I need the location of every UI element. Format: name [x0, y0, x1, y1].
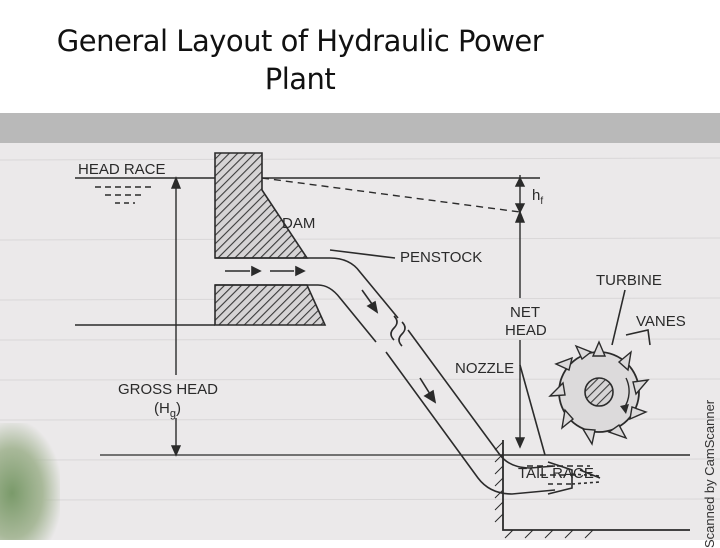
- label-hf: hf: [532, 187, 543, 207]
- title-line-1: General Layout of Hydraulic Power: [56, 24, 544, 58]
- grey-band: [0, 113, 720, 143]
- turbine-wheel: [548, 340, 650, 446]
- hf-dimension: [514, 175, 526, 214]
- label-net-head-1: NET: [510, 304, 540, 321]
- diagram-photo: HEAD RACE DAM PENSTOCK TURBINE VANES NET…: [0, 143, 720, 540]
- flow-arrows: [225, 265, 437, 404]
- label-gross-head-1: GROSS HEAD: [118, 381, 218, 398]
- slide-title: General Layout of Hydraulic Power Plant: [0, 22, 600, 98]
- label-turbine: TURBINE: [596, 272, 662, 289]
- dam-lower: [214, 284, 327, 326]
- head-race-water: [75, 177, 215, 204]
- net-head-dimension: [514, 210, 526, 449]
- label-tail-race: TAIL RACE: [518, 465, 594, 482]
- hydraulic-plant-diagram: HEAD RACE DAM PENSTOCK TURBINE VANES NET…: [0, 152, 720, 539]
- scanner-watermark: Scanned by CamScanner: [702, 399, 717, 548]
- background-text-lines: [0, 157, 720, 501]
- tail-race-wall-hatch: [494, 441, 594, 539]
- photo-edge-object: [0, 423, 60, 540]
- tail-race: [100, 440, 690, 531]
- hydraulic-gradient-line: [261, 177, 521, 213]
- label-vanes: VANES: [636, 313, 686, 330]
- label-nozzle: NOZZLE: [455, 360, 514, 377]
- label-penstock: PENSTOCK: [400, 249, 482, 266]
- gross-head-dimension: [170, 176, 182, 457]
- leader-lines: [329, 249, 651, 479]
- label-net-head-2: HEAD: [505, 322, 547, 339]
- penstock-pipe: [215, 257, 556, 495]
- label-gross-head-2: (Hg): [154, 400, 181, 420]
- title-line-2: Plant: [264, 62, 336, 96]
- label-head-race: HEAD RACE: [78, 161, 166, 178]
- label-dam: DAM: [282, 215, 315, 232]
- dam-upper: [214, 152, 309, 259]
